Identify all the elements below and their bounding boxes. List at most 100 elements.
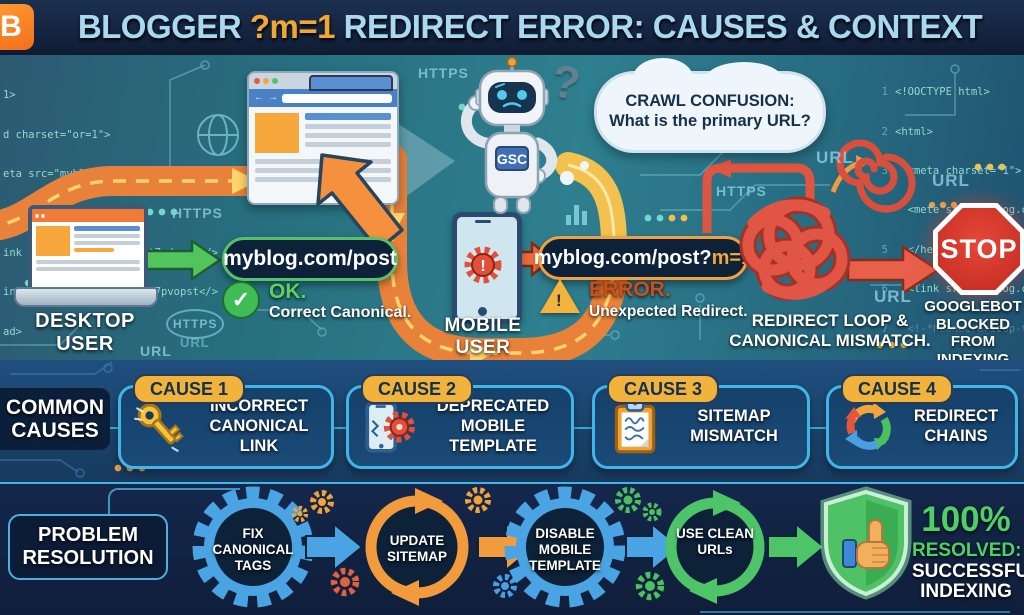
ok-text: Correct Canonical. bbox=[269, 304, 412, 321]
thought-bubble bbox=[560, 171, 574, 185]
code-line: <!-*heanocrerizop-te-t!> bbox=[907, 322, 1024, 335]
stop-caption-line2: BLOCKED FROM bbox=[935, 315, 1011, 351]
url-label: URL bbox=[932, 171, 970, 190]
result-indexing: INDEXING bbox=[920, 580, 1012, 602]
mini-gear-icon bbox=[291, 487, 665, 601]
cloud-text-line1: CRAWL CONFUSION: bbox=[625, 92, 795, 111]
result-successful: SUCCESSFUL bbox=[912, 561, 1024, 582]
green-arrow bbox=[140, 238, 223, 282]
cause-3-tab: CAUSE 3 bbox=[607, 374, 720, 404]
step-4-label: USE CLEAN URLs bbox=[675, 526, 754, 557]
resolution-section: PROBLEM RESOLUTION bbox=[0, 482, 1024, 615]
thought-bubble bbox=[580, 161, 589, 170]
cause-card-4: CAUSE 4 REDIRECT CHAINS bbox=[826, 374, 1018, 469]
stop-text: STOP bbox=[940, 233, 1018, 264]
warning-triangle-icon: ! bbox=[540, 279, 580, 313]
cause-1-label: INCORRECT CANONICAL LINK bbox=[209, 397, 309, 455]
title-highlight: ?m=1 bbox=[249, 8, 336, 45]
googlebot-robot: GSC bbox=[460, 57, 558, 214]
resolution-graphics bbox=[192, 486, 1010, 613]
desktop-url-text: myblog.com/post bbox=[223, 247, 397, 270]
page-title: BLOGGER ?m=1 REDIRECT ERROR: CAUSES & CO… bbox=[42, 8, 1018, 46]
redirect-knot bbox=[739, 196, 851, 301]
title-part-2: REDIRECT ERROR: CAUSES & CONTEXT bbox=[334, 8, 983, 45]
code-line: <meta charset="1"> bbox=[895, 165, 1022, 177]
bar-chart-icon bbox=[566, 205, 587, 225]
cause-1-tab: CAUSE 1 bbox=[133, 374, 246, 404]
flow-arrows bbox=[0, 123, 941, 360]
blogger-logo-icon: B bbox=[0, 4, 34, 50]
clipboard-icon bbox=[614, 399, 656, 454]
broken-phone-gear-icon bbox=[365, 401, 415, 453]
result-block: 100% RESOLVED: SUCCESSFUL INDEXING bbox=[912, 502, 1024, 602]
step-3-label: DISABLE MOBILE TEMPLATE bbox=[529, 526, 601, 573]
desktop-url-pill: myblog.com/post bbox=[222, 237, 398, 281]
loop-caption: REDIRECT LOOP & CANONICAL MISMATCH. bbox=[722, 311, 938, 351]
address-bar bbox=[282, 93, 392, 103]
https-badge: HTTPS bbox=[166, 309, 225, 339]
problem-resolution-label: PROBLEM RESOLUTION bbox=[8, 514, 168, 580]
code-line: ad> bbox=[3, 325, 22, 338]
shield-thumbs-up-icon bbox=[820, 486, 912, 600]
desktop-user-label: DESKTOP USER bbox=[35, 310, 135, 355]
redirect-loop-arrow bbox=[702, 163, 815, 233]
cause-3-label: SITEMAP MISMATCH bbox=[690, 407, 778, 445]
line-number: 3 bbox=[881, 165, 888, 177]
cloud-text-line2: What is the primary URL? bbox=[609, 112, 811, 130]
cause-4-label: REDIRECT CHAINS bbox=[913, 407, 999, 445]
result-resolved: RESOLVED: bbox=[912, 540, 1022, 561]
stop-caption: GOOGLEBOT BLOCKED FROM INDEXING bbox=[922, 298, 1024, 360]
title-bar: B BLOGGER ?m=1 REDIRECT ERROR: CAUSES & … bbox=[0, 0, 1024, 55]
thought-cloud: CRAWL CONFUSION: What is the primary URL… bbox=[594, 58, 826, 153]
checkmark-icon: ✓ bbox=[222, 281, 260, 319]
step-2-label: UPDATE SITEMAP bbox=[386, 533, 447, 564]
problem-resolution-line1: PROBLEM bbox=[38, 524, 138, 546]
beam-decoration bbox=[397, 123, 455, 203]
line-number: 2 bbox=[881, 125, 888, 138]
mobile-illustration: ! bbox=[452, 212, 522, 324]
stop-sign: STOP bbox=[933, 203, 1024, 295]
error-status: ! ERROR. Unexpected Redirect. bbox=[540, 279, 748, 321]
forward-icon: → bbox=[268, 92, 278, 103]
problem-resolution-line2: RESOLUTION bbox=[22, 547, 154, 569]
bracket-connector bbox=[108, 488, 240, 516]
https-globe-icon bbox=[197, 114, 239, 156]
line-number: 7 bbox=[881, 322, 888, 335]
code-line: d charset="or=1"> bbox=[3, 128, 111, 141]
https-label: HTTPS bbox=[418, 65, 469, 81]
common-causes-line1: COMMON bbox=[6, 395, 104, 419]
url-label: URL bbox=[816, 148, 854, 167]
cause-card-2: CAUSE 2 DEPRECATED MOBILE TEMPLATE bbox=[346, 374, 574, 469]
stop-caption-line3: INDEXING bbox=[936, 351, 1010, 360]
cause-2-tab: CAUSE 2 bbox=[361, 374, 474, 404]
cycle-arrows-icon bbox=[845, 402, 891, 450]
desktop-illustration bbox=[14, 205, 158, 311]
title-part-1: BLOGGER bbox=[77, 8, 250, 45]
ok-title: OK. bbox=[269, 280, 307, 303]
error-title: ERROR. bbox=[589, 278, 671, 301]
key-icon bbox=[134, 403, 184, 452]
causes-section: COMMON CAUSES CAUSE 1 INCORRECT CANONICA… bbox=[0, 360, 1024, 482]
common-causes-label: COMMON CAUSES bbox=[0, 388, 110, 450]
stop-caption-line1: GOOGLEBOT bbox=[924, 298, 1022, 315]
logo-letter: B bbox=[0, 10, 22, 43]
error-text: Unexpected Redirect. bbox=[589, 303, 748, 320]
causes-circuit-decoration bbox=[0, 361, 1020, 478]
browser-window: ←→ bbox=[247, 71, 399, 205]
line-number: 5 bbox=[881, 243, 888, 256]
arrow-to-stop bbox=[846, 244, 941, 296]
https-label: HTTPS bbox=[172, 205, 223, 221]
code-line: <!OOCTYPE html> bbox=[895, 86, 990, 99]
url-label: URL bbox=[874, 287, 912, 306]
mobile-url-text: myblog.com/post? bbox=[533, 246, 712, 269]
line-number: 6 bbox=[881, 283, 888, 296]
common-causes-line2: CAUSES bbox=[11, 419, 99, 442]
back-icon: ← bbox=[254, 92, 264, 103]
step-1-label: FIX CANONICAL TAGS bbox=[212, 526, 294, 573]
cause-card-3: CAUSE 3 SITEMAP MISMATCH bbox=[592, 374, 810, 469]
gsc-badge: GSC bbox=[497, 151, 527, 167]
error-gear-icon: ! bbox=[464, 246, 502, 284]
url-label: URL bbox=[140, 343, 172, 359]
svg-text:!: ! bbox=[480, 258, 485, 275]
